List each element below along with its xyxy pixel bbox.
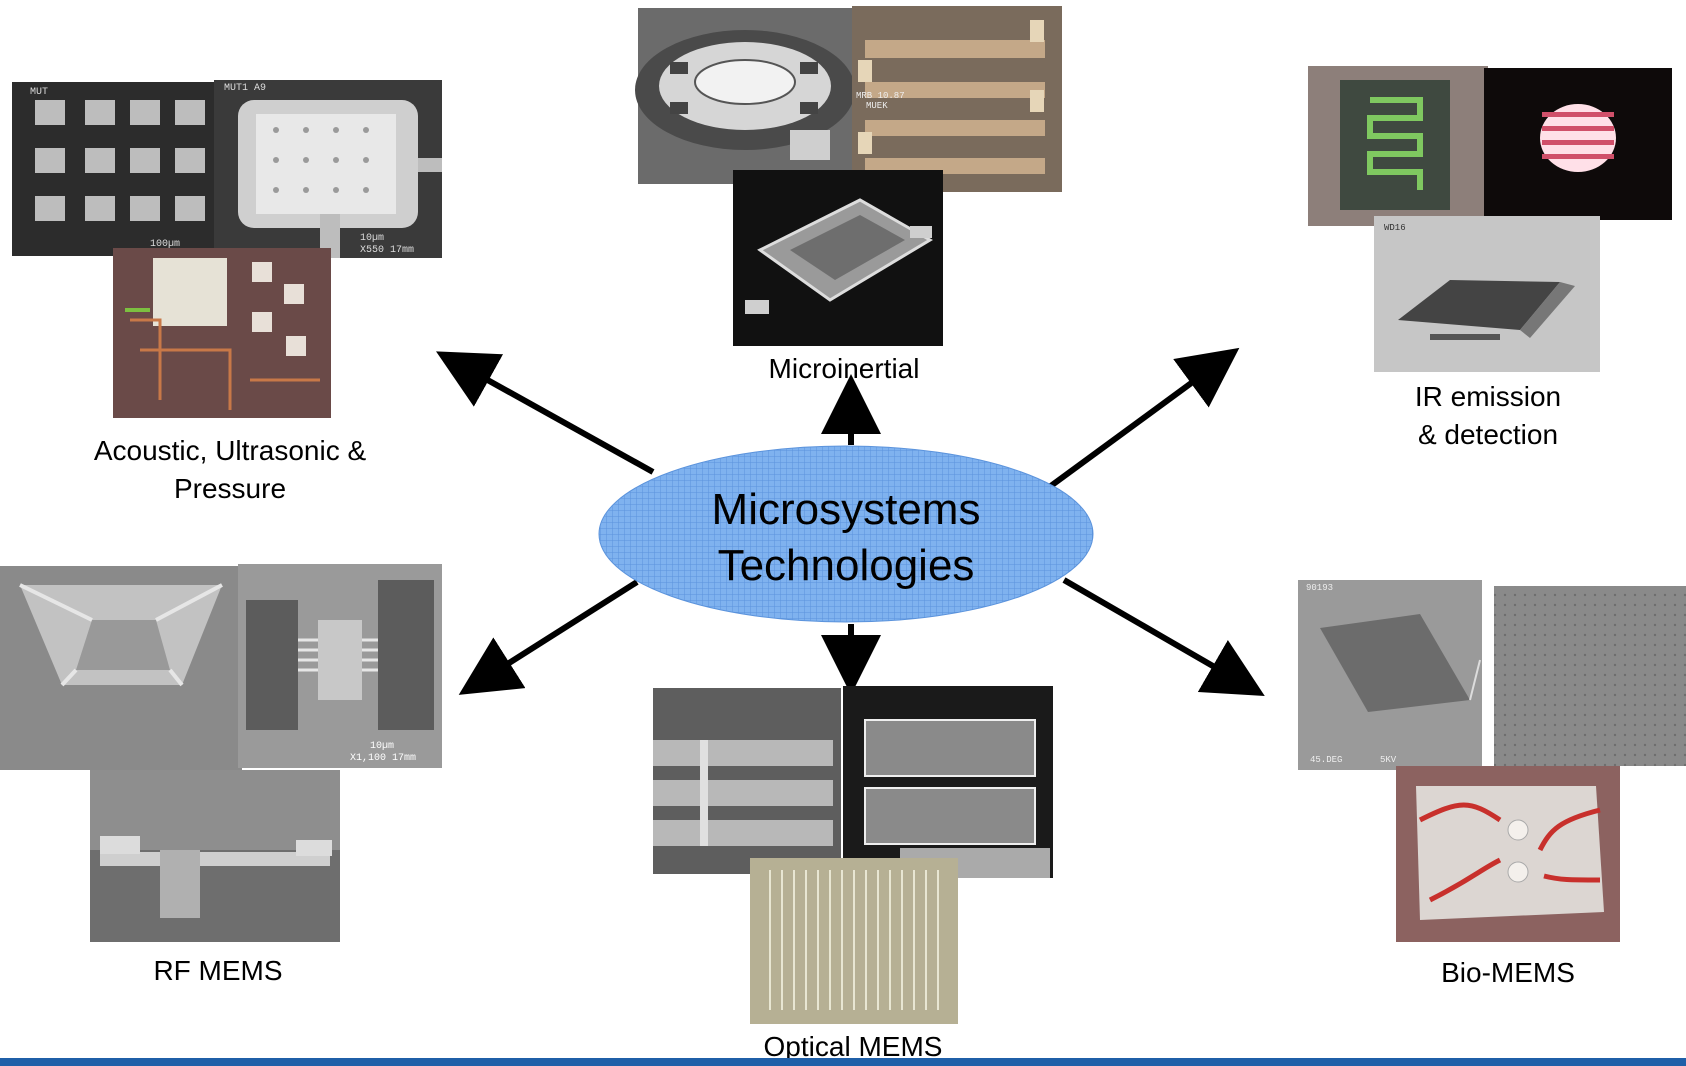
bio-photo-1: 90193 45.DEG 5KV (1298, 580, 1482, 770)
microinertial-photo-3 (733, 170, 943, 346)
svg-text:X550 17mm: X550 17mm (360, 245, 414, 256)
label-ir-line1: IR emission (1414, 381, 1562, 412)
svg-text:MRB 10.87: MRB 10.87 (856, 91, 905, 101)
arrow-acoustic (436, 351, 655, 475)
microinertial-photo-1 (635, 8, 856, 184)
svg-text:100µm: 100µm (150, 239, 180, 250)
acoustic-photo-1: MUT 100µm (12, 82, 218, 256)
rf-photo-2: 10µm X1,100 17mm (238, 564, 442, 768)
arrow-bio (1062, 577, 1265, 697)
svg-text:10µm: 10µm (360, 233, 384, 244)
ir-photo-3: WD16 (1374, 216, 1600, 372)
bottom-bar (0, 1058, 1686, 1066)
arrow-ir (1046, 347, 1240, 491)
arrows (436, 347, 1265, 697)
label-ir: IR emission & detection (1388, 378, 1588, 454)
svg-text:MUT1 A9: MUT1 A9 (224, 83, 266, 94)
label-microinertial: Microinertial (768, 353, 920, 384)
rf-photo-3 (90, 770, 340, 942)
arrow-rf (458, 579, 639, 695)
label-bio: Bio-MEMS (1441, 957, 1575, 988)
label-optical: Optical MEMS (763, 1031, 943, 1062)
svg-text:WD16: WD16 (1384, 223, 1406, 233)
center-ellipse (598, 445, 1094, 623)
optical-photo-2 (843, 686, 1053, 878)
ir-photo-1 (1308, 66, 1488, 226)
acoustic-photo-3 (113, 248, 331, 418)
label-acoustic-line2: Pressure (173, 473, 287, 504)
acoustic-photo-2: MUT1 A9 10µm X550 17mm (214, 80, 442, 258)
svg-text:45.DEG: 45.DEG (1310, 755, 1342, 765)
ir-photo-2 (1484, 68, 1672, 220)
svg-text:10µm: 10µm (370, 741, 394, 752)
svg-text:MUT: MUT (30, 87, 48, 98)
optical-photo-3 (750, 858, 958, 1024)
rf-photo-1 (0, 566, 242, 770)
bio-photo-2 (1494, 586, 1686, 766)
svg-text:90193: 90193 (1306, 583, 1333, 593)
label-acoustic-line1: Acoustic, Ultrasonic & (93, 435, 367, 466)
label-acoustic: Acoustic, Ultrasonic & Pressure (40, 432, 420, 508)
label-rf: RF MEMS (153, 955, 283, 986)
label-ir-line2: & detection (1417, 419, 1559, 450)
svg-text:5KV: 5KV (1380, 755, 1397, 765)
bio-photo-3 (1396, 766, 1620, 942)
optical-photo-1 (653, 688, 841, 874)
svg-text:X1,100 17mm: X1,100 17mm (350, 753, 416, 764)
microinertial-photo-2: MRB 10.87 MUEK (852, 6, 1062, 192)
center-title-line2: Technologies (718, 541, 975, 590)
svg-text:MUEK: MUEK (866, 101, 888, 111)
center-title-line1: Microsystems (712, 485, 981, 534)
